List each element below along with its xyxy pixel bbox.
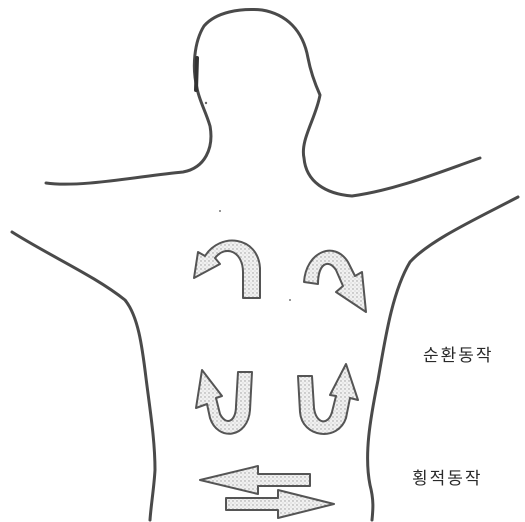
curved-arrow-icon [194, 241, 260, 298]
curved-arrow-icon [304, 251, 366, 312]
scan-dot [219, 210, 221, 212]
scan-dot [289, 299, 291, 301]
lateral-motion-label: 횡적동작 [412, 464, 483, 489]
left-arrow-icon [200, 466, 310, 494]
right-arrow-icon [226, 490, 334, 518]
u-turn-arrow-icon [298, 364, 358, 434]
circular-motion-label: 순환동작 [423, 341, 494, 366]
u-turn-arrow-icon [196, 370, 252, 434]
ear-mark [196, 58, 197, 90]
scan-dot [205, 102, 207, 104]
body-outline [46, 10, 480, 196]
left-body-side [12, 232, 155, 520]
